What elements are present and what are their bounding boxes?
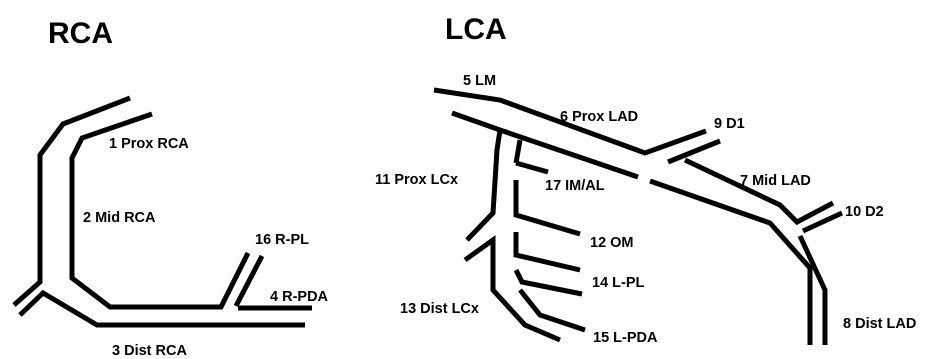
- l-pl-branch: [513, 268, 583, 297]
- im-al-branch-lower: [513, 180, 581, 237]
- label-dist-lcx: 13 Dist LCx: [400, 301, 479, 317]
- label-lm: 5 LM: [463, 73, 496, 89]
- label-d2: 10 D2: [845, 204, 884, 220]
- lad-distal-lower-wall: [649, 178, 813, 345]
- rca-lower-outer-wall: [18, 289, 305, 328]
- label-prox-lcx: 11 Prox LCx: [375, 172, 458, 188]
- label-dist-lad: 8 Dist LAD: [843, 316, 916, 332]
- lcx-proximal-wall: [465, 129, 503, 242]
- label-om: 12 OM: [590, 235, 634, 251]
- lcx-inner-wall: [513, 139, 523, 164]
- rca-vessel-tree: [12, 95, 312, 328]
- dist-lad-right-wall: [797, 234, 828, 345]
- label-l-pda: 15 L-PDA: [593, 330, 658, 346]
- lca-vessel-tree: [433, 87, 844, 345]
- r-pl-branch: [233, 254, 265, 308]
- lca-title: LCA: [445, 13, 507, 46]
- im-al-branch-upper: [515, 160, 549, 175]
- l-pda-branch: [518, 288, 586, 333]
- label-mid-rca: 2 Mid RCA: [83, 210, 156, 226]
- lad-mid-upper-wall: [683, 157, 835, 226]
- lcx-distal-wall: [463, 235, 561, 343]
- label-prox-lad: 6 Prox LAD: [560, 109, 638, 125]
- label-mid-lad: 7 Mid LAD: [740, 173, 811, 189]
- d1-lower-wall: [667, 138, 721, 165]
- label-im-al: 17 IM/AL: [545, 178, 605, 194]
- label-d1: 9 D1: [714, 116, 745, 132]
- lad-upper-wall: [433, 87, 707, 156]
- label-l-pl: 14 L-PL: [592, 275, 645, 291]
- rca-title: RCA: [48, 17, 113, 50]
- rca-outer-wall: [12, 95, 131, 307]
- rca-inner-wall: [69, 111, 251, 310]
- om-branch: [513, 232, 581, 273]
- label-prox-rca: 1 Prox RCA: [109, 136, 189, 152]
- label-r-pl: 16 R-PL: [255, 232, 309, 248]
- label-r-pda: 4 R-PDA: [270, 289, 329, 305]
- label-dist-rca: 3 Dist RCA: [112, 343, 187, 359]
- d2-lower-wall: [801, 210, 844, 234]
